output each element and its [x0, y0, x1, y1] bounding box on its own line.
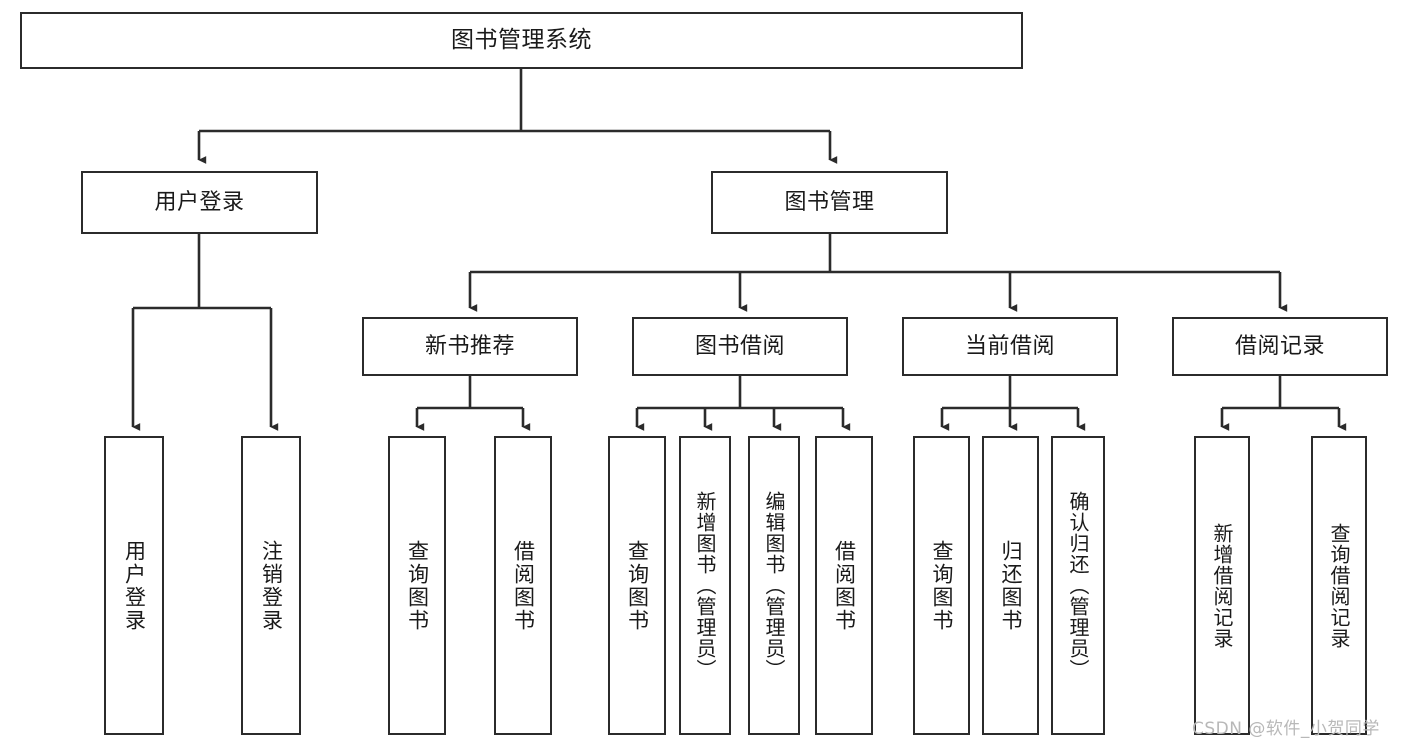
node-leaf-confirm-return[interactable]: 确认归还（管理员）	[1051, 436, 1105, 735]
node-book-borrow-label: 图书借阅	[694, 333, 785, 359]
node-book-management-label: 图书管理	[784, 189, 875, 215]
node-root-system[interactable]: 图书管理系统	[20, 12, 1023, 69]
node-leaf-add-book-label: 新增图书（管理员）	[693, 491, 717, 680]
node-leaf-edit-book[interactable]: 编辑图书（管理员）	[748, 436, 800, 735]
node-leaf-query-book-2[interactable]: 查询图书	[608, 436, 666, 735]
node-leaf-query-book-2-label: 查询图书	[625, 539, 650, 632]
node-book-borrow[interactable]: 图书借阅	[632, 317, 848, 376]
node-borrow-record-label: 借阅记录	[1234, 333, 1325, 359]
node-leaf-borrow-book-1-label: 借阅图书	[511, 539, 536, 632]
node-leaf-confirm-return-label: 确认归还（管理员）	[1066, 491, 1090, 680]
node-leaf-user-login-label: 用户登录	[122, 539, 147, 632]
node-leaf-user-login[interactable]: 用户登录	[104, 436, 164, 735]
node-leaf-query-record[interactable]: 查询借阅记录	[1311, 436, 1367, 735]
node-leaf-return-book[interactable]: 归还图书	[982, 436, 1039, 735]
node-leaf-return-book-label: 归还图书	[998, 539, 1023, 632]
node-leaf-edit-book-label: 编辑图书（管理员）	[762, 491, 786, 680]
node-leaf-logout-login-label: 注销登录	[259, 539, 284, 632]
node-leaf-add-book[interactable]: 新增图书（管理员）	[679, 436, 731, 735]
node-leaf-borrow-book-2-label: 借阅图书	[832, 539, 857, 632]
node-current-borrow[interactable]: 当前借阅	[902, 317, 1118, 376]
node-user-login-label: 用户登录	[154, 189, 245, 215]
node-leaf-borrow-book-2[interactable]: 借阅图书	[815, 436, 873, 735]
node-root-system-label: 图书管理系统	[451, 27, 592, 54]
node-leaf-add-record-label: 新增借阅记录	[1210, 522, 1234, 649]
node-current-borrow-label: 当前借阅	[964, 333, 1055, 359]
node-leaf-query-book-3[interactable]: 查询图书	[913, 436, 970, 735]
csdn-watermark: CSDN @软件_小贺同学	[1192, 719, 1380, 739]
node-borrow-record[interactable]: 借阅记录	[1172, 317, 1388, 376]
node-leaf-borrow-book-1[interactable]: 借阅图书	[494, 436, 552, 735]
node-leaf-query-record-label: 查询借阅记录	[1327, 522, 1351, 649]
node-book-management[interactable]: 图书管理	[711, 171, 948, 234]
node-leaf-logout-login[interactable]: 注销登录	[241, 436, 301, 735]
node-leaf-add-record[interactable]: 新增借阅记录	[1194, 436, 1250, 735]
node-new-book-recommend[interactable]: 新书推荐	[362, 317, 578, 376]
node-new-book-recommend-label: 新书推荐	[424, 333, 515, 359]
node-leaf-query-book-3-label: 查询图书	[929, 539, 954, 632]
node-leaf-query-book-1-label: 查询图书	[405, 539, 430, 632]
node-user-login[interactable]: 用户登录	[81, 171, 318, 234]
node-leaf-query-book-1[interactable]: 查询图书	[388, 436, 446, 735]
